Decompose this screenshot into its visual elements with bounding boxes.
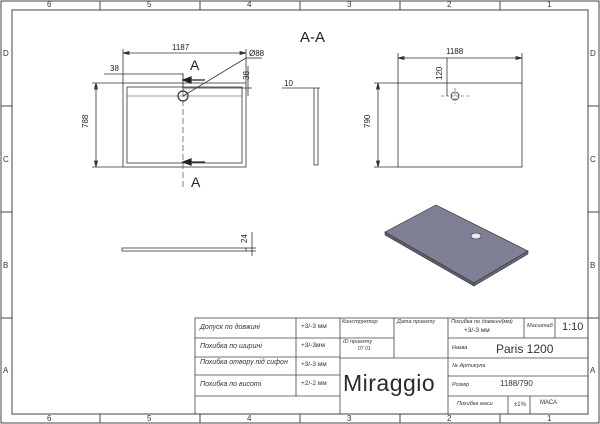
profile-view [282,87,320,166]
tol-label-3: Похибка отвору під сифон [200,359,288,366]
dim-top-width: 1187 [172,43,190,52]
dim-offset-x: 38 [110,64,119,73]
tray-3d [384,204,529,287]
col-label-5-bottom: 5 [147,414,152,423]
project-id-label: ID проекту [343,339,373,345]
dim-profile-thickness: 10 [284,79,293,88]
tol-value-1: +3/-3 мм [301,323,327,330]
section-marker-bottom: A [191,174,201,190]
tol-value-4: +2/-2 мм [301,380,327,387]
row-label-d: D [3,49,9,58]
tol-label-4: Похибка по висоті [200,381,262,388]
tol-value-3: +3/-3 мм [301,361,327,368]
dim-offset-y: 38 [242,71,251,80]
size-value: 1188/790 [500,379,533,388]
row-label-b: B [3,261,9,270]
mass-error-value: ±1% [514,402,526,408]
right-view [374,53,523,168]
row-label-b-right: B [590,261,596,270]
col-label-3: 3 [347,0,352,9]
scale-value: 1:10 [562,321,584,333]
section-title: A-A [300,29,326,46]
tray-outline [122,82,247,168]
article-label: № Артикула [452,363,486,369]
col-label-5: 5 [147,0,152,9]
row-label-d-right: D [590,49,596,58]
col-label-1-bottom: 1 [547,414,552,423]
date-label: Дата проекту [397,319,436,325]
col-label-3-bottom: 3 [347,414,352,423]
designer-label: Конструктор [342,319,378,325]
side-view [121,232,256,256]
row-label-a-right: A [590,366,596,375]
section-arrows [181,76,205,166]
mass-error-label: Похибка маси [457,401,493,407]
row-label-c-right: C [590,155,596,164]
tol-label-1: Допуск по довжині [200,324,260,331]
scale-label: Масштаб [527,323,553,329]
error-length-label: Похибка по довжині(мм) [451,319,513,325]
col-label-4: 4 [247,0,252,9]
dim-right-width: 1188 [446,47,464,56]
row-label-c: C [3,155,9,164]
tol-value-2: +3/-3мм [301,342,325,349]
size-label: Розмір [452,382,470,388]
dim-right-height: 790 [363,114,372,128]
dim-drain-diameter: Ø88 [249,49,265,58]
brand-logo: Miraggio [343,370,436,396]
title-block [194,317,589,415]
col-label-6-bottom: 6 [47,414,52,423]
model-name: Paris 1200 [496,342,554,356]
col-label-4-bottom: 4 [247,414,252,423]
tray-inner [126,86,243,164]
dim-side-height: 24 [240,234,249,243]
tol-label-2: Похибка по ширині [200,343,262,350]
tray-right-outline [397,82,523,168]
col-label-6: 6 [47,0,52,9]
name-label: Назва [452,345,468,351]
top-view [92,49,262,190]
section-marker-top: A [190,57,200,73]
col-label-1: 1 [547,0,552,9]
error-length-value: +3/-3 мм [464,327,490,334]
col-label-2: 2 [447,0,452,9]
project-id-value: 07 01 [358,346,371,352]
dim-height: 788 [81,114,90,128]
tray-3d-drain [470,232,482,240]
row-label-a: A [3,366,9,375]
col-label-2-bottom: 2 [447,414,452,423]
mass-label: МАСА [540,400,558,406]
dim-right-drain-offset: 120 [435,66,444,80]
